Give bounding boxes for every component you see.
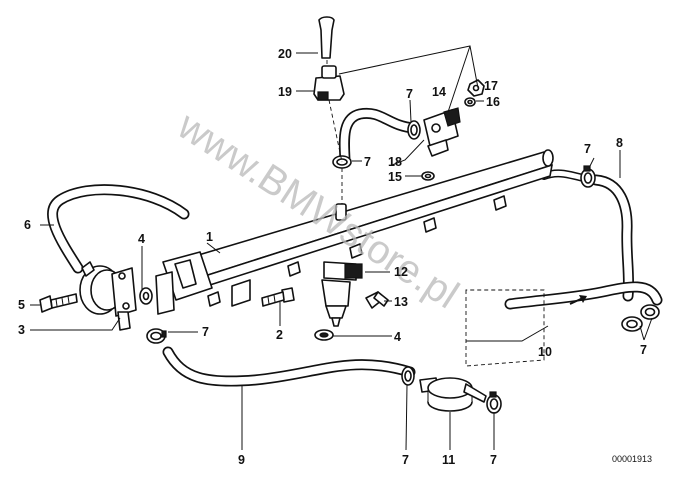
callout-7: 7 xyxy=(640,343,647,357)
valve-14 xyxy=(423,107,461,157)
callout-16: 16 xyxy=(486,95,500,109)
damper-11 xyxy=(419,377,487,412)
flow-arrow-head-icon xyxy=(579,295,587,303)
callout-6: 6 xyxy=(24,218,31,232)
clamp-7-bottom-mid xyxy=(486,391,502,414)
screw-2 xyxy=(261,287,295,307)
callout-15: 15 xyxy=(388,170,402,184)
callout-1: 1 xyxy=(206,230,213,244)
callout-10: 10 xyxy=(538,345,552,359)
washer-16 xyxy=(464,97,476,107)
callout-5: 5 xyxy=(18,298,25,312)
callout-19: 19 xyxy=(278,85,292,99)
hose-18 xyxy=(338,107,420,166)
callout-7: 7 xyxy=(406,87,413,101)
callout-20: 20 xyxy=(278,47,292,61)
callout-7: 7 xyxy=(364,155,371,169)
callout-4: 4 xyxy=(394,330,401,344)
hose-6 xyxy=(47,184,190,274)
diagram-reference-code: 00001913 xyxy=(612,454,652,464)
callout-7: 7 xyxy=(402,453,409,467)
pressure-regulator xyxy=(79,261,137,331)
callout-4: 4 xyxy=(138,232,145,246)
callout-14: 14 xyxy=(432,85,446,99)
hose-9 xyxy=(162,346,416,387)
callout-7: 7 xyxy=(490,453,497,467)
screw-5 xyxy=(39,293,78,313)
callout-7: 7 xyxy=(584,142,591,156)
callout-9: 9 xyxy=(238,453,245,467)
hose-10 xyxy=(504,281,663,310)
washer-4-left xyxy=(139,287,153,305)
nut-17 xyxy=(467,79,485,97)
callout-3: 3 xyxy=(18,323,25,337)
clamp-7-top-left xyxy=(332,155,352,169)
injector xyxy=(321,261,363,327)
callout-13: 13 xyxy=(394,295,408,309)
callout-17: 17 xyxy=(484,79,498,93)
callout-12: 12 xyxy=(394,265,408,279)
callout-2: 2 xyxy=(276,328,283,342)
clamp-7-bottom-left xyxy=(401,366,415,386)
clip-13 xyxy=(365,291,389,309)
clamp-7-valve xyxy=(407,120,421,140)
callout-7: 7 xyxy=(202,325,209,339)
clamp-7-regulator xyxy=(146,328,167,344)
callout-11: 11 xyxy=(442,453,455,467)
callout-labels: 20 19 7 14 17 16 7 18 15 7 8 6 1 4 5 3 7… xyxy=(18,47,647,467)
connector-19 xyxy=(313,65,345,101)
seal-15 xyxy=(421,171,435,181)
fuel-rail xyxy=(162,149,554,307)
cap-20 xyxy=(318,16,335,59)
seal-4-injector xyxy=(314,329,334,341)
bracket xyxy=(155,271,175,315)
callout-8: 8 xyxy=(616,136,623,150)
hose-8 xyxy=(590,174,635,302)
clamp-7-return xyxy=(580,165,596,188)
clamp-7-bottom-right xyxy=(621,304,660,332)
callout-18: 18 xyxy=(388,155,402,169)
leader-lines xyxy=(30,45,653,451)
